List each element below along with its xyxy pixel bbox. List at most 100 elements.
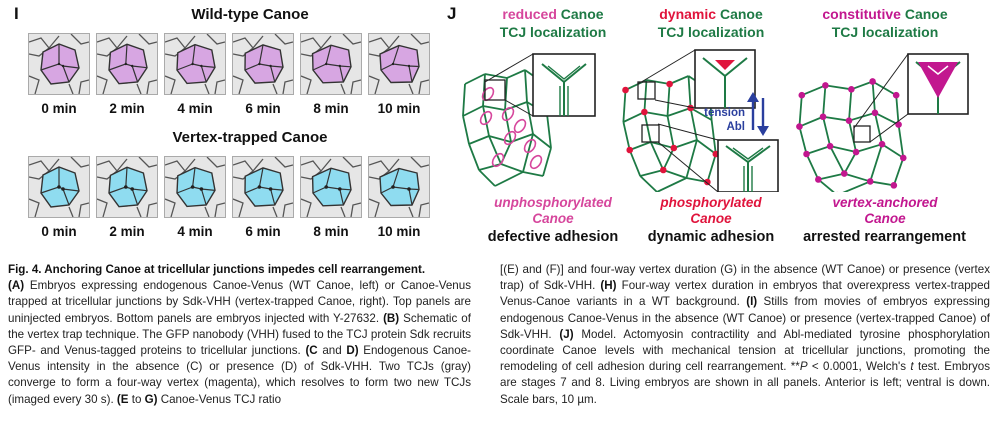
caption-body-1: (A) Embryos expressing endogenous Canoe-… xyxy=(8,279,471,405)
tcj-dot xyxy=(878,140,886,148)
tcj-dot xyxy=(798,91,806,99)
tcj-dot xyxy=(840,170,848,177)
subtitle-line1: phosphorylated xyxy=(660,195,762,210)
caption-text-run: < 0.0001, Welch's xyxy=(807,360,911,374)
caption-text-run: Four-way vertex duration in embryos that… xyxy=(500,279,990,309)
time-label: 4 min xyxy=(177,101,213,116)
caption-text-run: to xyxy=(128,392,145,406)
subtitle-line1: vertex-anchored xyxy=(832,195,938,210)
time-label: 6 min xyxy=(245,224,281,239)
time-lapse-frame xyxy=(164,156,226,218)
tcj-dot xyxy=(704,178,711,186)
time-lapse-frame xyxy=(232,33,294,95)
tcj-dot xyxy=(626,146,633,154)
time-label: 6 min xyxy=(245,101,281,116)
caption-text-run: [(E) and (F)] and four-way vertex durati… xyxy=(500,263,990,293)
tcj-dot xyxy=(822,82,829,89)
time-lapse-frame xyxy=(368,156,430,218)
caption-body-2: [(E) and (F)] and four-way vertex durati… xyxy=(500,263,990,406)
tcj-dot xyxy=(852,148,860,156)
time-label: 8 min xyxy=(313,101,349,116)
caption-text-run: Model. Actomyosin contractility and Abl-… xyxy=(500,327,990,374)
subtitle-unphosphorylated: unphosphorylated Canoe xyxy=(463,195,643,227)
tension-label: tension xyxy=(704,107,745,119)
tcj-dot xyxy=(892,91,900,99)
tcj-dot xyxy=(899,154,907,162)
time-lapse-frame xyxy=(96,33,158,95)
model-heading-constitutive: constitutive Canoe TCJ localization xyxy=(780,5,990,41)
weak-junction-ring xyxy=(529,154,543,170)
caption-text-run: A xyxy=(11,279,21,293)
caption-column-2: [(E) and (F)] and four-way vertex durati… xyxy=(500,262,990,408)
row-title-wild-type: Wild-type Canoe xyxy=(191,6,309,23)
subtitle-vertex-anchored: vertex-anchored Canoe xyxy=(780,195,990,227)
tcj-dot xyxy=(895,121,902,128)
tcj-dot xyxy=(848,86,855,93)
tcj-dot xyxy=(871,109,879,117)
caption-text-run: test. Embryos are stages 7 and 8. Living… xyxy=(500,360,990,406)
subtitle-line2: Canoe xyxy=(864,211,906,226)
caption-text-run: (E xyxy=(116,392,129,406)
zoom-inset-dynamic-bottom xyxy=(641,123,779,192)
caption-text-run: D) xyxy=(346,344,359,358)
panel-label-j: J xyxy=(447,4,457,23)
time-label: 0 min xyxy=(41,101,77,116)
time-lapse-frame xyxy=(232,156,294,218)
weak-junction-ring xyxy=(479,110,493,126)
time-lapse-frame xyxy=(28,33,90,95)
time-lapse-frame xyxy=(300,156,362,218)
subtitle-line2: Canoe xyxy=(690,211,732,226)
model-diagrams: tension Abl xyxy=(462,49,969,192)
tcj-dot xyxy=(826,142,834,150)
time-label: 0 min xyxy=(41,224,77,239)
subtitle-line1: unphosphorylated xyxy=(494,195,612,210)
heading-keyword: dynamic xyxy=(659,6,717,22)
time-label: 8 min xyxy=(313,224,349,239)
caption-text-run: (C xyxy=(305,344,318,358)
caption-text-run: ) xyxy=(20,279,25,293)
time-label: 10 min xyxy=(377,101,421,116)
caption-text-run: (B) xyxy=(383,311,400,325)
zoom-inset-reduced xyxy=(484,53,596,117)
heading-keyword: constitutive xyxy=(822,6,901,22)
tcj-dot xyxy=(890,182,898,189)
tcj-dot xyxy=(803,150,810,158)
time-label: 4 min xyxy=(177,224,213,239)
outcome-arrested-rearrangement: arrested rearrangement xyxy=(803,229,966,245)
tcj-dot xyxy=(641,108,648,116)
heading-rest: Canoe xyxy=(719,6,763,22)
caption-text-run: (I) xyxy=(746,295,758,309)
model-heading-reduced: reduced Canoe TCJ localization xyxy=(463,5,643,41)
caption-text-run: P xyxy=(799,360,808,374)
time-lapse-frame xyxy=(368,33,430,95)
row-title-vertex-trapped: Vertex-trapped Canoe xyxy=(172,129,328,146)
weak-junction-ring xyxy=(481,86,495,102)
tcj-dot xyxy=(869,78,876,85)
tcj-dot xyxy=(622,86,629,94)
tcj-dot xyxy=(666,80,673,88)
model-3-network xyxy=(796,78,907,192)
tcj-dot xyxy=(819,113,827,121)
time-label: 10 min xyxy=(377,224,421,239)
tcj-dot xyxy=(670,144,678,152)
subtitle-line2: Canoe xyxy=(532,211,574,226)
model-1-network xyxy=(462,69,552,187)
weak-junction-ring xyxy=(491,152,505,168)
caption-text-run: Embryos expressing endogenous Canoe-Venu… xyxy=(8,279,471,325)
weak-junction-ring xyxy=(523,138,537,154)
weak-junction-ring xyxy=(513,118,527,134)
time-lapse-frame xyxy=(28,156,90,218)
caption-text-run: and xyxy=(317,344,347,358)
heading-keyword: reduced xyxy=(502,6,557,22)
zoom-inset-constitutive xyxy=(853,53,969,143)
abl-label: Abl xyxy=(726,121,745,133)
weak-junction-ring xyxy=(501,106,515,122)
time-lapse-frame xyxy=(96,156,158,218)
heading-rest: Canoe xyxy=(904,6,948,22)
caption-text-run: ( xyxy=(8,279,12,293)
panel-label-i: I xyxy=(14,4,19,23)
tcj-dot xyxy=(815,176,822,183)
tcj-dot xyxy=(796,123,803,130)
time-label: 2 min xyxy=(109,224,145,239)
caption-text-run: G) xyxy=(144,392,158,406)
